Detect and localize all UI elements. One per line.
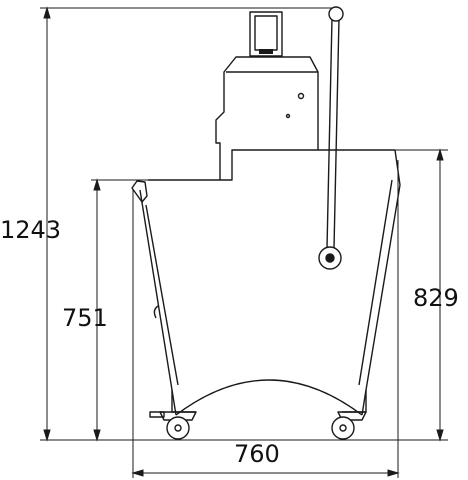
head-housing <box>215 56 319 181</box>
right-height-arrow-bottom <box>436 429 444 442</box>
width-arrow-right <box>387 469 400 477</box>
left-height-label: 751 <box>62 304 108 332</box>
body-left-side <box>139 189 177 416</box>
head-knob <box>297 92 305 100</box>
right-height-label: 829 <box>413 284 459 312</box>
left-caster-wheel <box>166 416 190 440</box>
dimension-lines <box>40 6 448 478</box>
left-brake-pedal <box>149 411 165 418</box>
base-arch <box>175 379 363 416</box>
right-caster-hub <box>339 424 347 432</box>
right-height-arrow-top <box>436 148 444 161</box>
overall-height-arrow-bottom <box>43 429 51 442</box>
left-height-arrow-bottom <box>93 429 101 442</box>
body-right-side <box>361 149 401 416</box>
handle-label <box>259 49 273 54</box>
lever-shaft-left <box>326 17 333 249</box>
overall-height-label: 1243 <box>0 216 61 244</box>
side-pipe <box>131 180 148 203</box>
right-caster-wheel <box>331 416 355 440</box>
overall-height-arrow-top <box>43 6 51 19</box>
body-left-inner <box>145 204 179 386</box>
body-right-inner <box>358 179 393 386</box>
width-label: 760 <box>234 440 280 468</box>
head-screw <box>285 113 291 119</box>
lever-pivot-inner <box>325 253 335 263</box>
lever-knob <box>328 6 344 22</box>
left-caster-hub <box>174 424 182 432</box>
left-height-arrow-top <box>93 178 101 191</box>
lever-shaft-right <box>333 17 340 249</box>
width-arrow-left <box>131 469 144 477</box>
machine-outline <box>131 6 401 440</box>
base-top-line <box>148 149 395 181</box>
side-hook <box>153 305 159 319</box>
